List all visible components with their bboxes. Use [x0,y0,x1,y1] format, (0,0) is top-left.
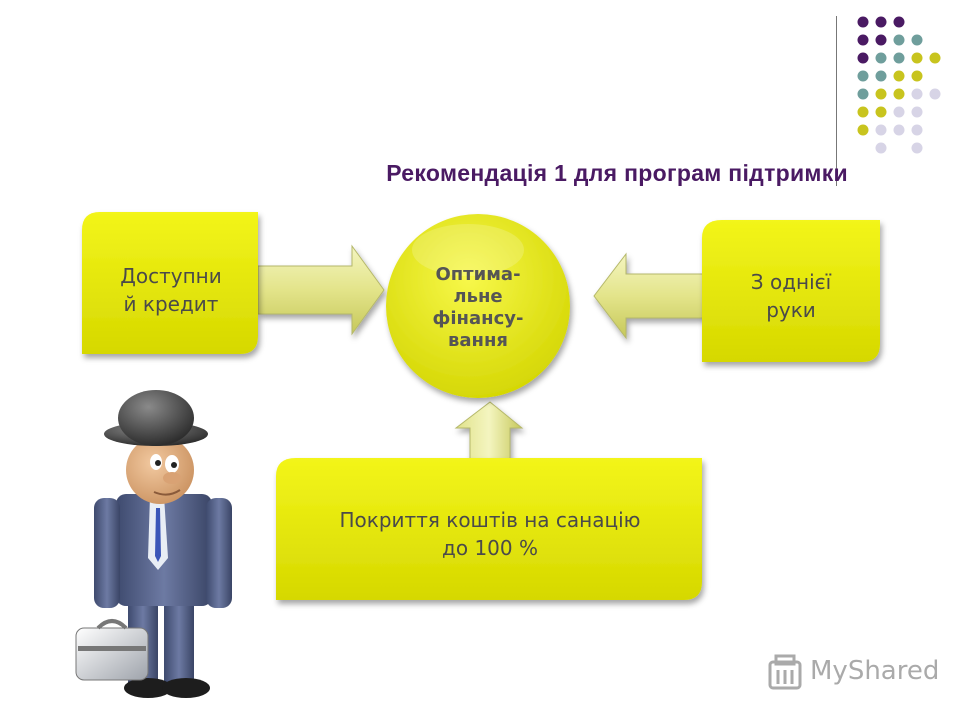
arrow-left-to-center [257,244,385,336]
decorative-dot-grid-icon [857,16,941,154]
myshared-logo-icon [768,654,802,690]
businessman-figure-icon [75,390,232,698]
right-box-label: З однієї руки [704,232,878,360]
center-circle-label: Оптима- льне фінансу- вання [400,218,556,398]
box-left [82,212,258,354]
bottom-box-label: Покриття коштів на санацію до 100 % [278,470,702,598]
left-box-text: Доступни й кредит [120,264,222,316]
bottom-box-text: Покриття коштів на санацію до 100 % [339,508,641,560]
slide-title: Рекомендація 1 для програм підтримки [386,160,848,186]
center-circle [386,214,570,398]
divider-line [836,16,837,186]
box-bottom [276,458,702,600]
left-box-label: Доступни й кредит [84,226,258,354]
arrow-right-to-center [593,252,705,340]
box-right [702,220,880,362]
logo-text: MyShared [810,656,940,686]
arrow-bottom-to-center [454,401,524,463]
right-box-text: З однієї руки [750,270,832,322]
center-circle-text: Оптима- льне фінансу- вання [432,264,524,351]
